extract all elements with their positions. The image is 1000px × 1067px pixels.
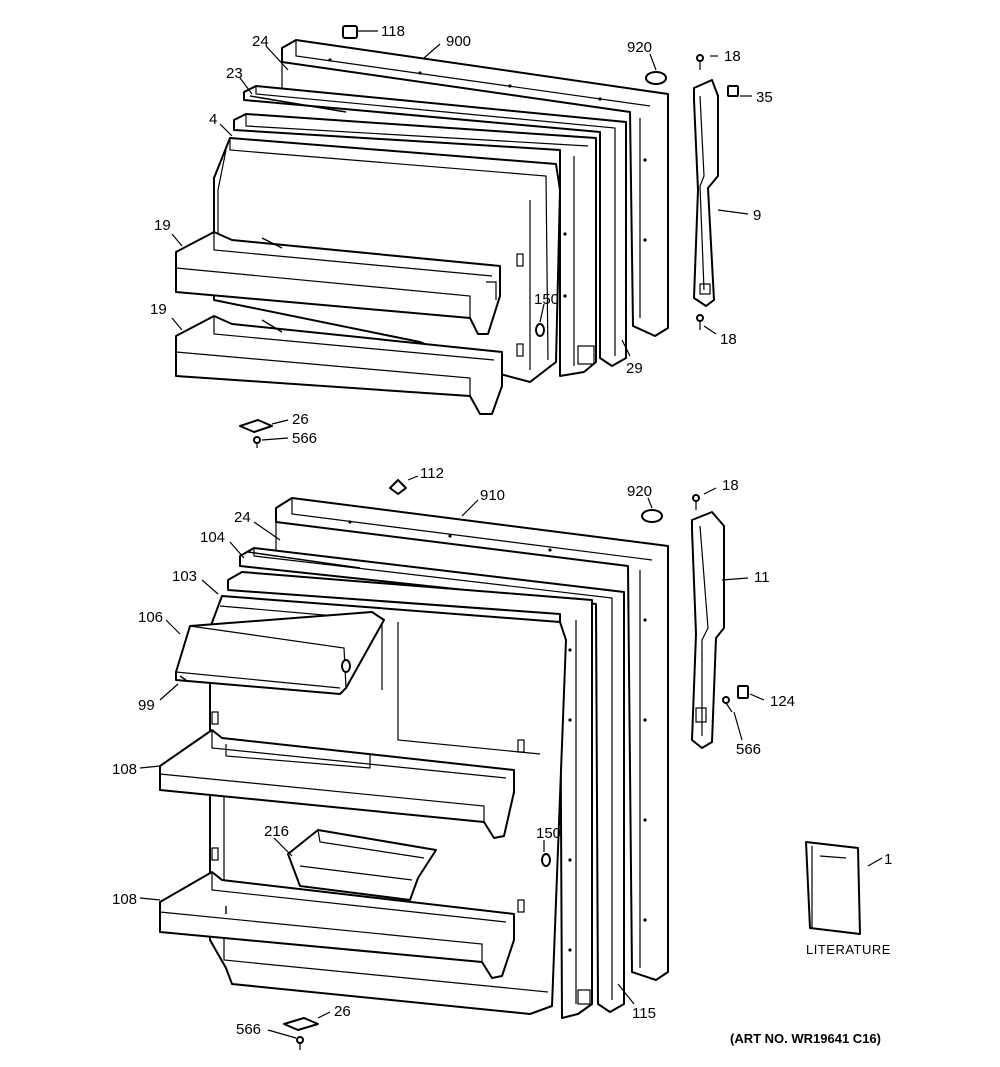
callout-26-upper: 26: [292, 411, 309, 428]
callout-29: 29: [626, 360, 643, 377]
callout-104: 104: [200, 529, 225, 546]
callout-23: 23: [226, 65, 243, 82]
screw-18-upper: [696, 54, 704, 70]
part-920-lower: [641, 509, 663, 523]
part-118: [342, 25, 358, 39]
callout-24-upper: 24: [252, 33, 269, 50]
callout-920-lower: 920: [627, 483, 652, 500]
callout-150-upper: 150: [534, 291, 559, 308]
callout-150-lower: 150: [536, 825, 561, 842]
callout-108-a: 108: [112, 761, 137, 778]
door-shelf-19-upper: [175, 231, 501, 335]
screw-566-upper: [253, 436, 261, 448]
door-shelf-19-lower: [175, 315, 503, 415]
callout-566-lower: 566: [236, 1021, 261, 1038]
callout-4: 4: [209, 111, 217, 128]
fresh-food-door-assembly: [159, 479, 861, 1050]
callout-11: 11: [754, 569, 770, 586]
screw-18-lower-door: [692, 494, 700, 510]
callout-910: 910: [480, 487, 505, 504]
upper-leader-lines: [171, 30, 752, 441]
part-35: [727, 85, 739, 97]
outer-door-panel-900: [281, 39, 669, 337]
door-bin-216: [287, 829, 437, 901]
callout-118: 118: [381, 23, 405, 40]
callout-920-upper: 920: [627, 39, 652, 56]
callout-18-b: 18: [720, 331, 737, 348]
door-shelf-108-upper: [159, 729, 515, 839]
handle-9: [693, 79, 719, 307]
callout-216: 216: [264, 823, 289, 840]
door-shelf-108-lower: [159, 871, 515, 979]
part-150-upper: [535, 323, 545, 337]
door-liner-103: [227, 571, 593, 1019]
callout-26-lower: 26: [334, 1003, 351, 1020]
callout-112: 112: [420, 465, 444, 482]
callout-18-c: 18: [722, 477, 739, 494]
literature-label: LITERATURE: [806, 942, 891, 957]
door-liner-4: [233, 113, 597, 377]
part-150-lower: [541, 853, 551, 867]
freezer-door-assembly: [175, 25, 739, 448]
lower-leader-lines: [139, 475, 883, 1039]
callout-106: 106: [138, 609, 163, 626]
callout-566-upper: 566: [292, 430, 317, 447]
screw-566-handle: [722, 696, 733, 713]
dairy-door-106: [175, 611, 385, 695]
callout-19-a: 19: [154, 217, 171, 234]
door-gasket-104: [239, 547, 625, 1013]
part-920-upper: [645, 71, 667, 85]
callout-99: 99: [138, 697, 155, 714]
outer-door-panel-910: [275, 497, 669, 981]
upper-callouts: 118 900 24 920 18 23 35 4 9 19 150 19 29…: [150, 23, 773, 447]
door-gasket-23: [243, 85, 627, 367]
callout-115: 115: [632, 1005, 656, 1022]
lower-callouts: 112 910 920 18 24 104 11 103 106 99 124 …: [112, 465, 892, 1038]
callout-24-lower: 24: [234, 509, 251, 526]
literature-booklet-1: [805, 841, 861, 935]
callout-18-a: 18: [724, 48, 741, 65]
art-number: (ART NO. WR19641 C16): [730, 1031, 881, 1046]
callout-19-b: 19: [150, 301, 167, 318]
callout-35: 35: [756, 89, 773, 106]
callout-103: 103: [172, 568, 197, 585]
callout-108-b: 108: [112, 891, 137, 908]
screw-566-lower: [296, 1036, 304, 1050]
callout-900: 900: [446, 33, 471, 50]
callout-9: 9: [753, 207, 761, 224]
callout-124: 124: [770, 693, 795, 710]
handle-11: [691, 511, 725, 749]
callout-1: 1: [884, 851, 892, 868]
callout-566-handle: 566: [736, 741, 761, 758]
part-124: [737, 685, 749, 699]
hinge-26-lower: [283, 1017, 319, 1031]
hinge-26-upper: [239, 419, 273, 433]
part-112: [389, 479, 407, 495]
screw-18-lower: [696, 314, 704, 330]
